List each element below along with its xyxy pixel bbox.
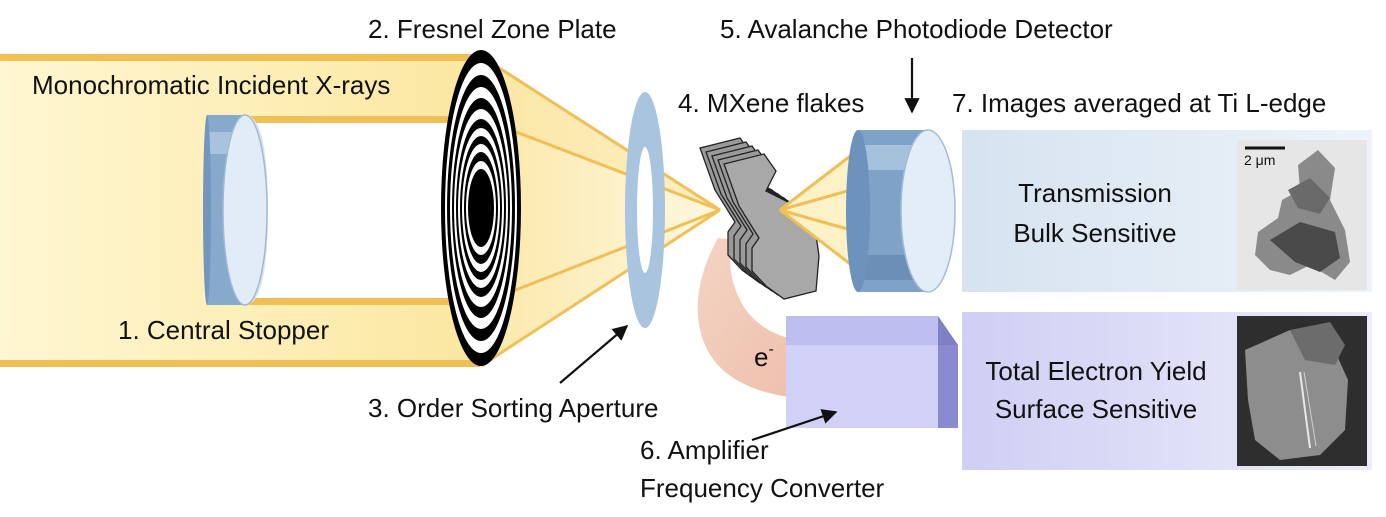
electron-superscript: - (768, 341, 773, 358)
transmission-line1: Transmission (1018, 178, 1172, 208)
scale-bar-label: 2 μm (1244, 152, 1275, 168)
electron-path (697, 238, 805, 398)
order-sorting-aperture (625, 92, 665, 328)
converter-arrow (751, 409, 838, 442)
tey-micrograph (1237, 316, 1367, 466)
label-flakes: 4. MXene flakes (678, 88, 864, 118)
electron-symbol: e (754, 342, 768, 372)
label-images: 7. Images averaged at Ti L-edge (952, 88, 1326, 118)
label-amplifier-2: Frequency Converter (640, 473, 885, 503)
transmission-micrograph: 2 μm (1237, 140, 1367, 290)
mxene-flakes (699, 137, 820, 300)
amplifier-converter-box (786, 316, 958, 428)
label-stopper: 1. Central Stopper (118, 315, 329, 345)
label-apd: 5. Avalanche Photodiode Detector (720, 14, 1113, 44)
tey-line2: Surface Sensitive (995, 394, 1197, 424)
label-zone-plate: 2. Fresnel Zone Plate (368, 14, 617, 44)
tey-line1: Total Electron Yield (985, 356, 1206, 386)
label-electron: e- (754, 341, 774, 372)
fresnel-zone-plate (441, 50, 521, 366)
central-stopper (203, 114, 268, 306)
label-incident: Monochromatic Incident X-rays (32, 70, 390, 100)
label-amplifier-1: 6. Amplifier (640, 435, 769, 465)
transmission-line2: Bulk Sensitive (1013, 218, 1176, 248)
avalanche-photodiode-detector (846, 129, 956, 293)
osa-arrow (559, 325, 629, 384)
transmitted-cone (779, 148, 859, 272)
label-osa: 3. Order Sorting Aperture (368, 393, 658, 423)
